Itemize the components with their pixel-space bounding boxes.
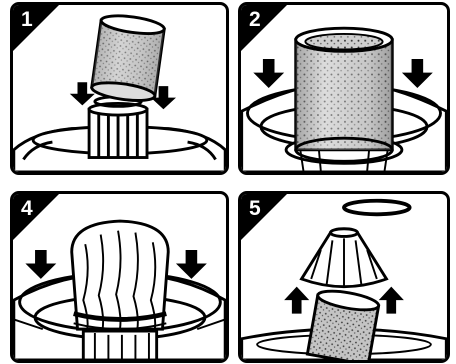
filter-cage xyxy=(89,97,147,158)
up-arrow-icon xyxy=(284,287,309,314)
down-arrow-icon xyxy=(25,250,56,279)
up-arrow-icon xyxy=(379,287,404,314)
step-number-badge: 5 xyxy=(241,194,287,240)
step-panel-5: 5 xyxy=(238,191,450,363)
step-number-badge: 2 xyxy=(241,5,287,51)
down-arrow-icon xyxy=(176,250,207,279)
cartridge-filter xyxy=(296,28,393,161)
down-arrow-icon xyxy=(253,59,284,88)
cartridge-filter xyxy=(307,288,380,360)
retaining-ring xyxy=(344,201,410,215)
down-arrow-icon xyxy=(402,59,433,88)
step-panel-1: 1 xyxy=(10,2,229,175)
step-panel-4: 4 xyxy=(10,191,229,363)
step-number-badge: 1 xyxy=(13,5,59,51)
cartridge-filter xyxy=(91,13,166,104)
step-number: 2 xyxy=(249,9,261,30)
deflector-cone xyxy=(302,229,387,287)
step-number: 4 xyxy=(21,198,33,219)
filter-bag xyxy=(72,221,169,360)
step-panel-2: 2 xyxy=(238,2,450,175)
step-number: 5 xyxy=(249,198,261,219)
step-number-badge: 4 xyxy=(13,194,59,240)
step-number: 1 xyxy=(21,9,33,30)
